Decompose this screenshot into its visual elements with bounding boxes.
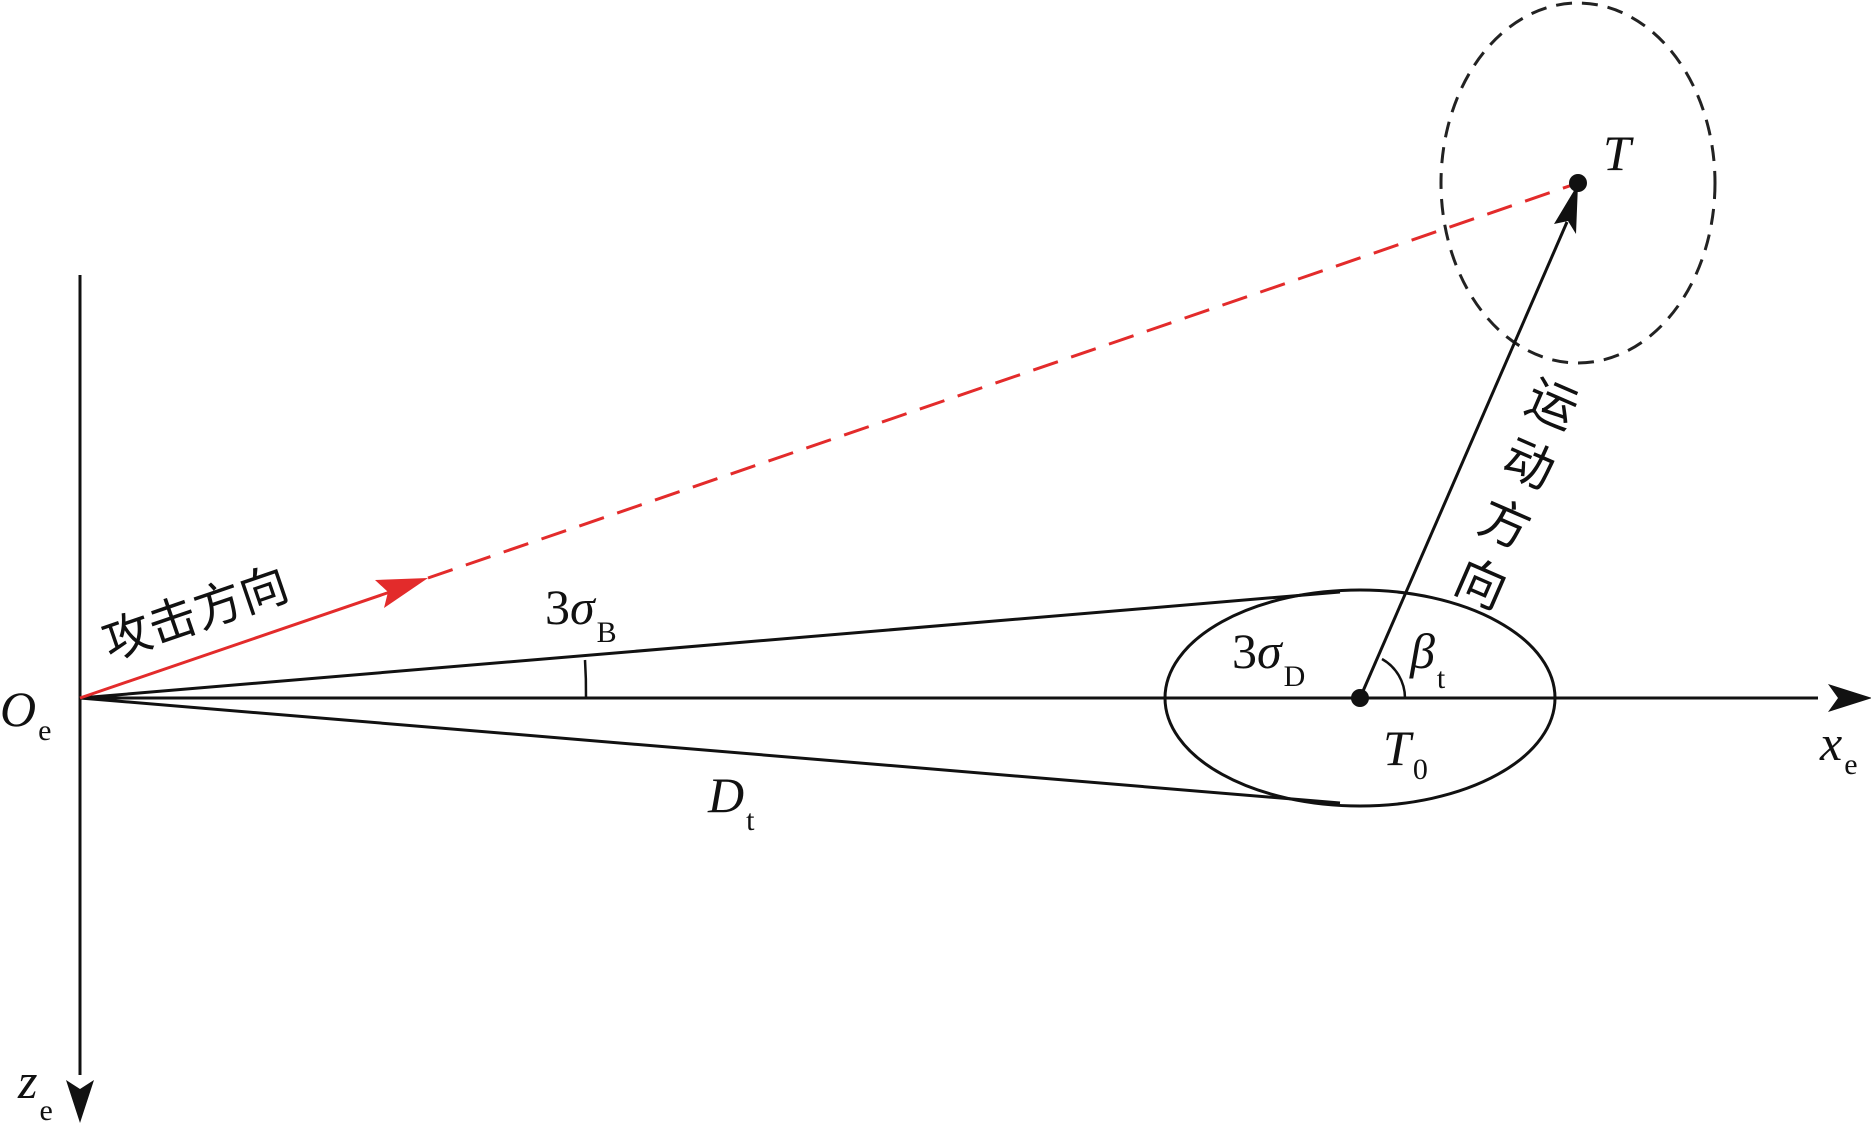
z-axis-arrowhead xyxy=(66,1080,94,1123)
motion-arrowhead xyxy=(1554,184,1578,234)
distance-label: Dt xyxy=(707,767,755,837)
target-initial-point xyxy=(1351,689,1369,707)
attack-direction-arrow xyxy=(79,590,391,700)
origin-label: Oe xyxy=(0,681,51,747)
beta-angle-arc xyxy=(1381,657,1407,699)
target-initial-label: T0 xyxy=(1383,720,1428,786)
sigma-b-label: 3σB xyxy=(545,579,617,649)
upper-bound-line xyxy=(79,590,1341,700)
x-axis-label: xe xyxy=(1819,715,1858,781)
motion-direction-label: 运 动 方 向 xyxy=(1446,368,1586,621)
motion-char-3: 方 xyxy=(1470,488,1539,561)
lower-bound-line xyxy=(79,696,1341,805)
motion-direction-arrow xyxy=(1358,221,1569,699)
target-label: T xyxy=(1603,125,1634,181)
attack-arrowhead xyxy=(375,578,428,608)
attack-direction-label: 攻击方向 xyxy=(96,556,296,671)
sigma-d-label: 3σD xyxy=(1232,623,1305,693)
motion-char-2: 动 xyxy=(1494,428,1563,501)
z-axis-label: ze xyxy=(17,1053,53,1127)
x-axis-arrowhead xyxy=(1828,684,1871,712)
sigma-b-angle-arc xyxy=(583,659,588,699)
predicted-region-circle xyxy=(1439,1,1717,365)
attack-extension-dashed xyxy=(427,181,1579,580)
motion-char-1: 运 xyxy=(1517,368,1586,441)
beta-label: βt xyxy=(1409,623,1446,695)
motion-char-4: 向 xyxy=(1446,548,1515,621)
error-ellipse xyxy=(1163,588,1557,808)
target-point xyxy=(1569,174,1587,192)
